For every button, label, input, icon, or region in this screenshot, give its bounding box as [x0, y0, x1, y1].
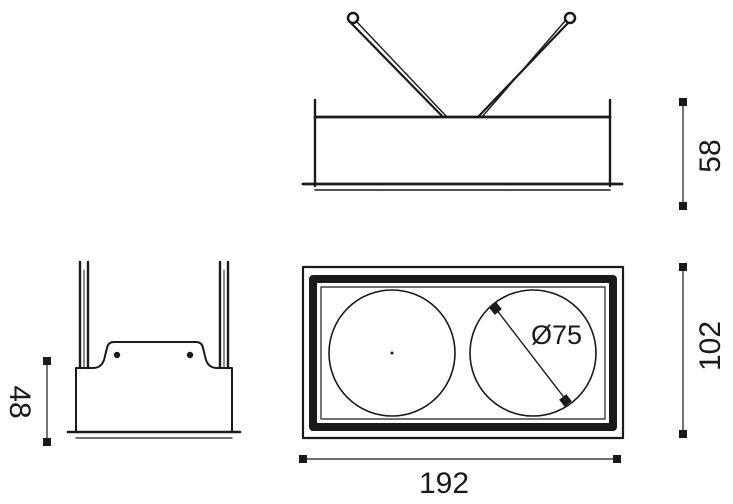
dimension-tick [489, 302, 502, 315]
front-housing-outline [75, 341, 233, 433]
left-lamp-center [390, 351, 394, 355]
dimension-tick [299, 455, 307, 463]
left-spring-loop [346, 11, 360, 25]
dimension-tick [559, 394, 572, 407]
outer-frame [301, 265, 625, 440]
dimension-label-192: 192 [419, 467, 469, 500]
left-spring-clip [349, 21, 445, 119]
inner-frame-edge [320, 286, 606, 420]
inner-frame [309, 275, 617, 431]
dimension-width-plan: 192 [299, 455, 621, 500]
right-spring-clip-inner [481, 20, 566, 118]
dimension-tick [43, 438, 51, 446]
dimension-label-48: 48 [3, 385, 36, 418]
dimension-diameter: Ø75 [489, 302, 582, 407]
front-elevation-view [66, 260, 242, 439]
dimension-tick [679, 263, 687, 271]
side-elevation-view [301, 11, 624, 191]
plan-view [301, 265, 625, 440]
right-spring-loop [563, 11, 577, 25]
dimension-height-side: 58 [679, 98, 727, 210]
left-lamp-opening [328, 289, 456, 417]
dimension-tick [613, 455, 621, 463]
left-spring-clip-inner [355, 20, 448, 118]
dimension-tick [679, 430, 687, 438]
dimension-tick [679, 202, 687, 210]
right-screw [186, 351, 194, 359]
right-lamp-opening [469, 289, 597, 417]
left-screw [113, 351, 121, 359]
dimension-height-front: 48 [3, 357, 51, 446]
dimension-depth-plan: 102 [679, 263, 727, 438]
dimension-label-diameter: Ø75 [531, 320, 582, 350]
dimension-label-102: 102 [694, 321, 727, 371]
dimension-label-58: 58 [694, 139, 727, 172]
dimension-tick [43, 357, 51, 365]
dimension-tick [679, 98, 687, 106]
